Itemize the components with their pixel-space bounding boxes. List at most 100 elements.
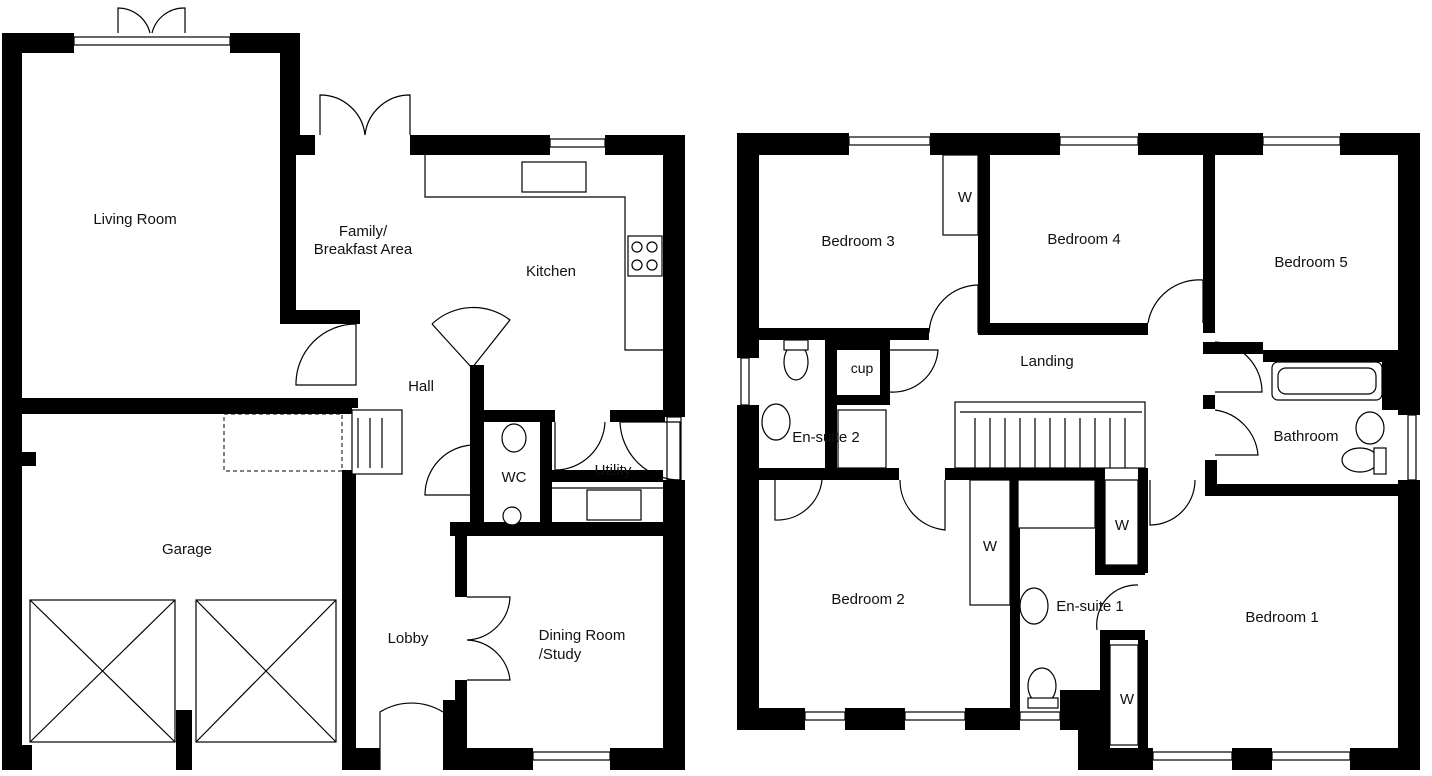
wc-east-wall: [540, 410, 552, 528]
bed4-south-wall: [978, 323, 1148, 335]
living-family-wall: [280, 155, 296, 320]
stair-treads-first: [960, 411, 1142, 468]
utility-divider: [548, 470, 663, 482]
utility-sink: [586, 489, 642, 521]
first-south-wall-6: [1350, 748, 1420, 770]
ensuite1-north-step: [1095, 565, 1145, 575]
label-ensuite1: En-suite 1: [1056, 598, 1124, 615]
label-landing: Landing: [1020, 353, 1073, 370]
bed4-bed5-wall: [1203, 155, 1215, 333]
dining-window: [532, 751, 611, 761]
wardrobe-bed2: [969, 479, 1011, 606]
bed1-door: [1149, 479, 1196, 526]
label-ensuite2: En-suite 2: [792, 429, 860, 446]
bed3-south-wall: [759, 328, 929, 340]
first-south-wall-5: [1232, 748, 1272, 770]
family-south-wall: [280, 310, 360, 324]
label-bedroom1: Bedroom 1: [1245, 609, 1318, 626]
kitchen-door: [431, 306, 511, 369]
dining-west-wall-lower: [455, 680, 467, 770]
utility-north-wall: [610, 410, 665, 422]
dining-west-wall-upper: [455, 522, 467, 597]
label-lobby: Lobby: [388, 630, 429, 647]
bed5-window: [1262, 136, 1341, 146]
ensuite1-shower: [1017, 479, 1096, 529]
hall-corner: [340, 398, 358, 408]
dining-north-wall: [450, 522, 685, 536]
label-family-line1: Family/: [339, 223, 388, 240]
wardrobe-bed1-upper: [1104, 479, 1139, 566]
bathroom-west-stub: [1203, 395, 1215, 409]
first-east-wall-lower: [1398, 480, 1420, 770]
ensuite2-basin: [761, 403, 791, 441]
garage-door-left-cross: [29, 599, 176, 743]
dining-east-wall: [663, 480, 685, 770]
bed4-door: [1147, 279, 1204, 324]
wc-door: [424, 444, 473, 496]
label-wardrobe-bed2: W: [983, 538, 998, 555]
bathroom-north-wall: [1263, 350, 1398, 362]
family-french-doors: [319, 94, 411, 136]
bed3-bed4-wall: [978, 155, 990, 333]
garage-east-wall: [342, 470, 356, 770]
garage-door-pillar: [176, 710, 192, 770]
ensuite2-door: [774, 479, 823, 521]
first-north-wall-1: [737, 133, 849, 155]
first-south-wall-1: [737, 708, 805, 730]
living-door: [295, 323, 357, 386]
bed1-window-1: [1152, 751, 1233, 761]
bathroom-cistern: [1373, 447, 1387, 475]
bed2-window-2: [904, 711, 966, 721]
utility-door: [554, 421, 606, 471]
label-wardrobe-bed3: W: [958, 189, 973, 206]
wc-basin: [502, 506, 522, 526]
label-bedroom2: Bedroom 2: [831, 591, 904, 608]
cup-south-wall: [835, 395, 890, 405]
family-north-stub: [280, 135, 315, 155]
first-west-wall-upper: [737, 133, 759, 358]
label-garage: Garage: [162, 541, 212, 558]
bed5-south-wall: [1203, 342, 1263, 354]
bed4-window: [1059, 136, 1139, 146]
ensuite2-east-wall: [825, 340, 837, 470]
kitchen-east-wall: [663, 135, 685, 417]
label-wardrobe-bed1-lower: W: [1120, 691, 1135, 708]
label-family-line2: Breakfast Area: [314, 241, 413, 258]
cup-door: [889, 349, 939, 393]
stair-treads: [357, 418, 383, 468]
wardrobe2-east-wall: [1138, 640, 1148, 750]
bathroom-basin: [1355, 411, 1385, 445]
dining-double-doors: [466, 596, 511, 681]
bed2-window-1: [804, 711, 846, 721]
bathroom-west-lower: [1205, 460, 1217, 490]
wc-north-wall: [470, 410, 555, 422]
label-utility: Utility: [595, 462, 632, 479]
first-north-wall-3: [1138, 133, 1263, 155]
garage-south-corner: [2, 745, 32, 770]
label-dining-line1: Dining Room: [539, 627, 626, 644]
garage-door-right-cross: [195, 599, 337, 743]
bathroom-south-wall: [1205, 484, 1398, 496]
ensuite2-south-wall: [759, 468, 899, 480]
patio-doors: [117, 7, 186, 34]
cup-north-wall: [825, 340, 890, 350]
ensuite1-south-wall: [1100, 630, 1145, 640]
bathroom-door: [1214, 409, 1259, 456]
garage-loft-hatch: [223, 413, 343, 472]
ensuite1-door: [1096, 584, 1139, 631]
utility-back-door: [619, 421, 681, 481]
label-kitchen: Kitchen: [526, 263, 576, 280]
ensuite2-shower: [837, 409, 887, 469]
bed2-door: [899, 479, 946, 531]
living-east-wall: [280, 33, 300, 135]
ground-north-wall-left: [2, 33, 74, 53]
wardrobe-bed3: [942, 154, 979, 236]
ensuite2-cistern: [783, 339, 809, 351]
ground-west-wall: [2, 33, 22, 770]
cup-east-wall: [880, 340, 890, 398]
bed3-door: [928, 284, 979, 334]
living-window: [73, 36, 231, 46]
label-living-room: Living Room: [93, 211, 176, 228]
garage-door-right: [195, 599, 337, 743]
label-wc: WC: [502, 469, 527, 486]
